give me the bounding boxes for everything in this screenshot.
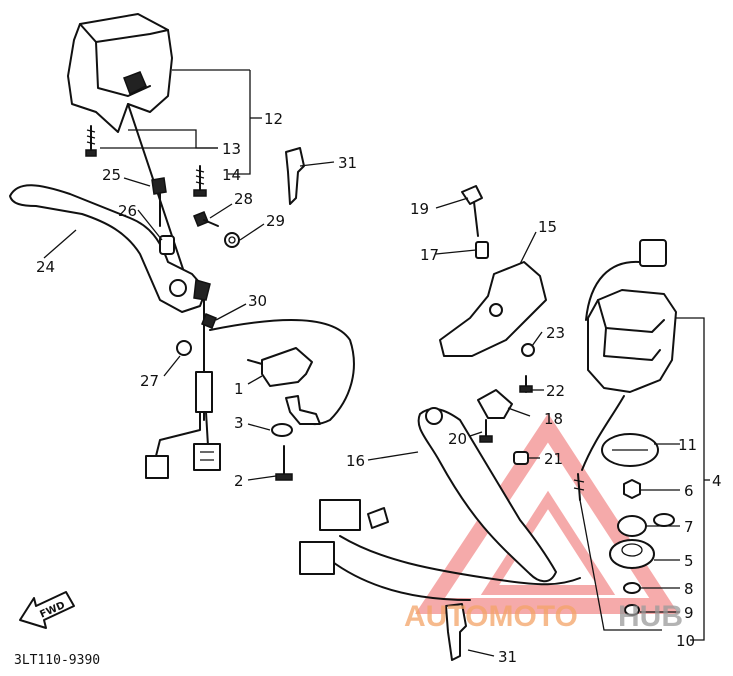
screw-20 <box>479 419 493 443</box>
watermark-text-b: HUB <box>618 600 683 633</box>
callout-31-top: 31 <box>338 154 357 172</box>
washer-3 <box>271 423 293 437</box>
callout-22: 22 <box>546 382 565 400</box>
callout-19: 19 <box>410 200 429 218</box>
callout-7: 7 <box>684 518 694 536</box>
screw-28 <box>193 211 219 227</box>
key-31-bottom <box>445 603 467 661</box>
callout-28: 28 <box>234 190 253 208</box>
switch-18 <box>477 389 513 419</box>
callout-3: 3 <box>234 414 244 432</box>
diagram-code: 3LT110-9390 <box>14 653 100 668</box>
bolt-25 <box>151 177 167 227</box>
clutch-lever <box>9 184 211 313</box>
callout-18: 18 <box>544 410 563 428</box>
callout-12: 12 <box>264 110 283 128</box>
nut-9 <box>624 604 640 616</box>
bolt-21 <box>513 451 529 465</box>
right-switch-housing <box>581 239 677 471</box>
screw-22 <box>519 375 533 393</box>
callout-10: 10 <box>676 632 695 650</box>
callout-17: 17 <box>420 246 439 264</box>
callout-5: 5 <box>684 552 694 570</box>
switch-11 <box>601 433 659 467</box>
callout-4: 4 <box>712 472 722 490</box>
brake-lever-16 <box>417 407 557 583</box>
bracket-15 <box>439 261 547 357</box>
watermark-text: AUTOMOTO HUB <box>404 600 683 633</box>
screw-13 <box>85 125 97 157</box>
callout-30: 30 <box>248 292 267 310</box>
key-31-top <box>285 147 305 205</box>
screw-10 <box>573 473 585 501</box>
callout-26: 26 <box>118 202 137 220</box>
clutch-switch-wire <box>145 299 355 479</box>
callout-27: 27 <box>140 372 159 390</box>
callout-20: 20 <box>448 430 467 448</box>
callout-6: 6 <box>684 482 694 500</box>
brake-switch-1 <box>247 347 321 425</box>
bushing-17 <box>475 241 489 259</box>
washer-8 <box>623 582 641 594</box>
screw-2 <box>275 445 293 481</box>
callout-21: 21 <box>544 450 563 468</box>
nut-23 <box>521 343 535 357</box>
knob-5 <box>609 539 655 569</box>
nut-27 <box>176 340 192 356</box>
collar-26 <box>159 235 175 255</box>
knob-6 <box>623 479 641 499</box>
callout-31-bottom: 31 <box>498 648 517 666</box>
callout-23: 23 <box>546 324 565 342</box>
pin-19 <box>461 185 483 237</box>
callout-8: 8 <box>684 580 694 598</box>
screw-14 <box>193 165 207 197</box>
leader-lines <box>43 69 710 657</box>
callout-labels: 1 2 3 4 5 6 7 8 9 10 11 12 13 14 15 16 1… <box>36 110 722 666</box>
callout-25: 25 <box>102 166 121 184</box>
callout-16: 16 <box>346 452 365 470</box>
callout-11: 11 <box>678 436 697 454</box>
callout-1: 1 <box>234 380 244 398</box>
nut-29 <box>224 232 240 248</box>
callout-13: 13 <box>222 140 241 158</box>
callout-24: 24 <box>36 258 55 276</box>
fwd-arrow-icon: FWD <box>19 591 75 629</box>
callout-14: 14 <box>222 166 241 184</box>
watermark-text-a: AUTOMOTO <box>404 600 578 633</box>
wiring-harness <box>299 499 581 601</box>
callout-15: 15 <box>538 218 557 236</box>
spacer-7 <box>617 513 675 537</box>
callout-2: 2 <box>234 472 244 490</box>
callout-9: 9 <box>684 604 694 622</box>
callout-29: 29 <box>266 212 285 230</box>
